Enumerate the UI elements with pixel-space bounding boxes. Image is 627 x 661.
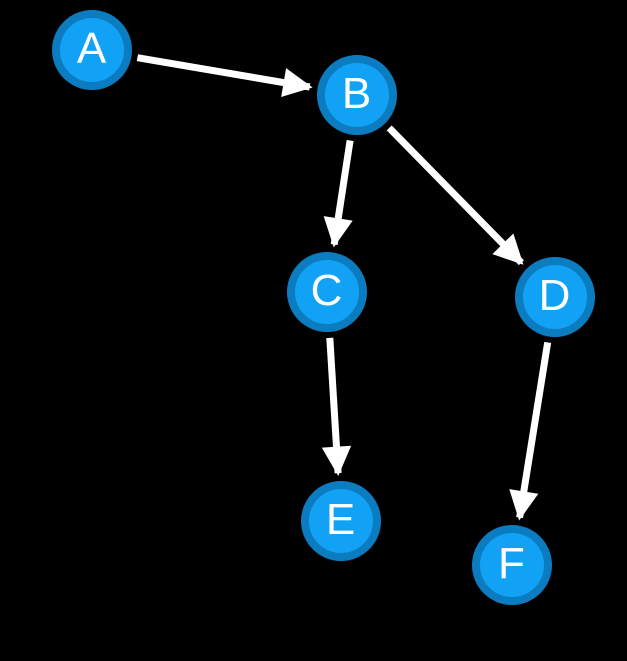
graph-node-C[interactable]: C [287,252,367,332]
graph-node-D[interactable]: D [515,257,595,337]
node-label: F [498,539,526,588]
edge-B-D [386,125,524,266]
graph-node-A[interactable]: A [52,10,132,90]
graph-node-E[interactable]: E [301,481,381,561]
node-label: E [325,495,357,544]
node-label: B [341,69,373,118]
edge-C-E [321,337,352,477]
edge-D-F [509,341,552,521]
node-label: D [538,271,572,320]
edge-B-C [323,139,354,248]
node-label: C [310,266,344,315]
node-label: A [76,24,108,73]
graph-node-B[interactable]: B [317,55,397,135]
graph-node-F[interactable]: F [472,525,552,605]
edge-A-B [136,54,313,98]
